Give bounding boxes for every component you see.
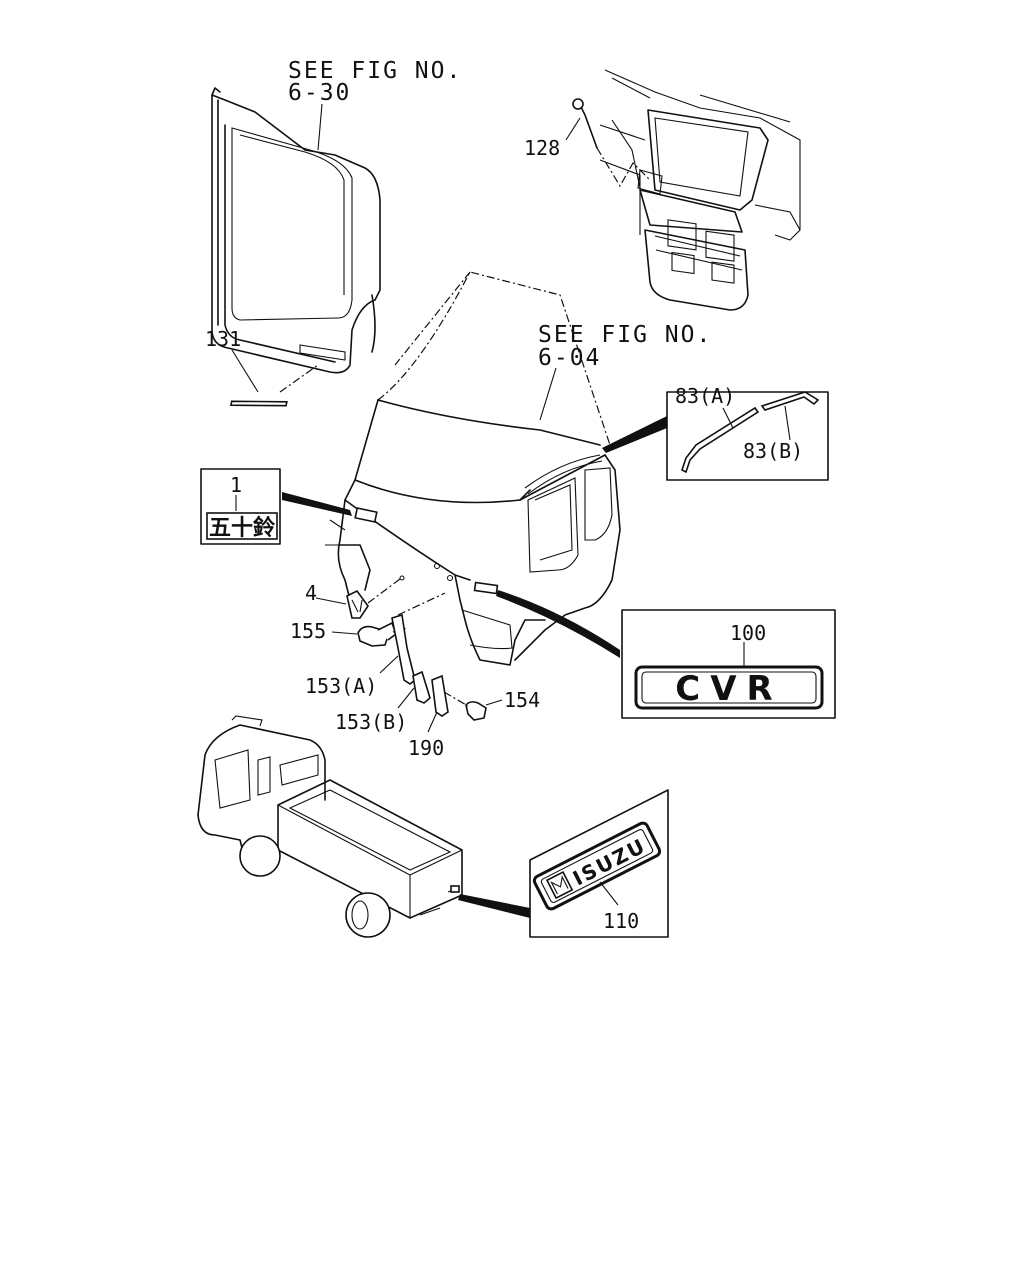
part-100-cvr-box: CVR [496,590,836,719]
part-label-83a: 83(A) [675,384,735,408]
part-label-155: 155 [290,619,326,643]
part-label-153a: 153(A) [305,674,377,698]
reference-line2: 6-04 [538,345,601,371]
isuzu-badge-text: ISUZU [569,833,650,890]
bracket-hardware [315,575,503,733]
reference-line1: SEE FIG NO. [288,58,462,84]
part-label-110: 110 [603,909,639,933]
part-label-190: 190 [408,736,444,760]
part-1-emblem-box: 五十鈴 [200,468,352,545]
part-128-rod [565,98,651,188]
part-label-4: 4 [305,581,317,605]
part-label-128: 128 [524,136,560,160]
part-label-100: 100 [730,621,766,645]
part-83-molding-box [602,391,829,481]
reference-line1: SEE FIG NO. [538,322,712,348]
part-label-83b: 83(B) [743,439,803,463]
part-label-153b: 153(B) [335,710,407,734]
flatbed-truck [197,715,463,938]
rear-corner-panel [211,87,381,374]
reference-line2: 6-30 [288,80,351,106]
part-131-strip [229,349,319,407]
part-label-131: 131 [205,327,241,351]
part-labels: 1 4 83(A) 83(B) 100 110 128 131 153(A) 1… [205,136,803,933]
cvr-badge-text: CVR [675,669,782,709]
reference-center: SEE FIG NO. 6-04 [538,322,712,421]
truck-cab [325,271,621,666]
reference-upper-left: SEE FIG NO. 6-30 [288,58,462,151]
part-label-154: 154 [504,688,540,712]
part-label-1: 1 [230,473,242,497]
dashboard-console [599,69,801,311]
kanji-emblem-text: 五十鈴 [209,515,276,541]
